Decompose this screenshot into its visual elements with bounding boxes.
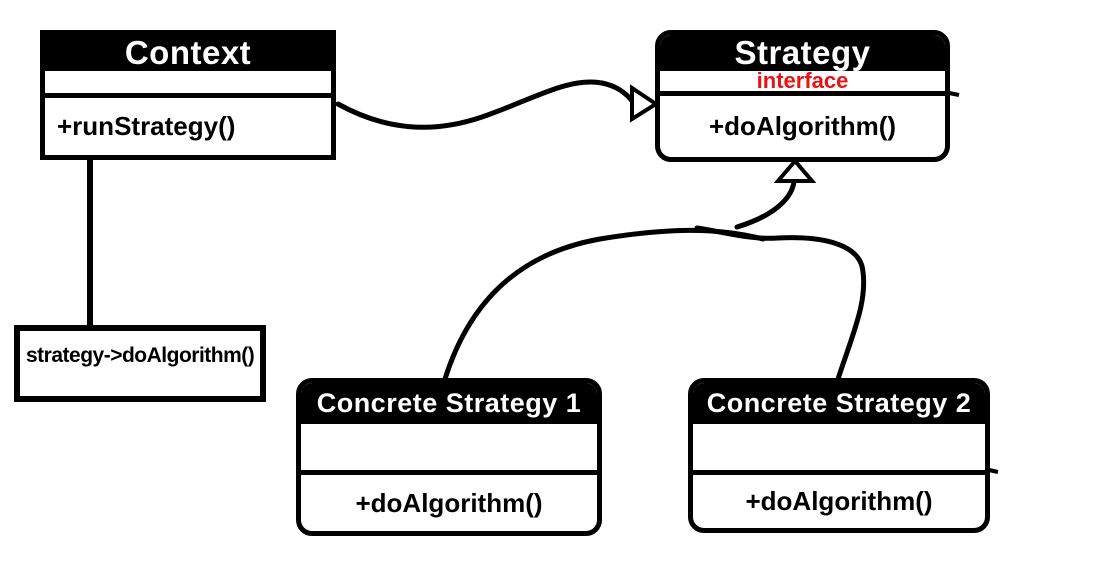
class-box-concrete-strategy-2: Concrete Strategy 2 +doAlgorithm() (688, 378, 990, 533)
stereotype-label: interface (660, 68, 945, 96)
method-doalgorithm-concrete-2: +doAlgorithm() (745, 486, 933, 516)
method-runstrategy: +runStrategy() (57, 111, 236, 141)
class-box-strategy: Strategy interface +doAlgorithm() (655, 30, 950, 162)
association-line (335, 79, 636, 130)
class-box-context: Context +runStrategy() (40, 30, 336, 160)
generalization-arrowhead-icon (773, 157, 817, 183)
class-name-context: Context (124, 34, 252, 71)
association-arrowhead-icon (630, 84, 660, 123)
class-name-strategy: Strategy (734, 34, 871, 71)
class-header-strategy: Strategy (660, 35, 945, 71)
method-doalgorithm-concrete-1: +doAlgorithm() (355, 487, 543, 518)
class-header-context: Context (45, 34, 331, 71)
generalization-line-concrete2 (694, 225, 867, 382)
attributes-section-context (45, 71, 331, 98)
attributes-section-concrete-strategy-1 (301, 424, 597, 475)
class-header-concrete-strategy-1: Concrete Strategy 1 (301, 383, 597, 424)
note-text: strategy->doAlgorithm() (26, 344, 255, 367)
generalization-stem (734, 179, 797, 230)
divider-tick-strategy (948, 91, 960, 97)
class-header-concrete-strategy-2: Concrete Strategy 2 (693, 383, 985, 424)
divider-tick-concrete2 (988, 468, 999, 474)
class-name-concrete-strategy-2: Concrete Strategy 2 (706, 388, 972, 418)
attributes-section-concrete-strategy-2 (693, 424, 985, 475)
method-doalgorithm-strategy: +doAlgorithm() (708, 111, 897, 141)
note-box: strategy->doAlgorithm() (14, 325, 266, 402)
generalization-line-concrete1 (442, 227, 766, 382)
class-box-concrete-strategy-1: Concrete Strategy 1 +doAlgorithm() (296, 378, 602, 536)
class-name-concrete-strategy-1: Concrete Strategy 1 (316, 388, 582, 418)
